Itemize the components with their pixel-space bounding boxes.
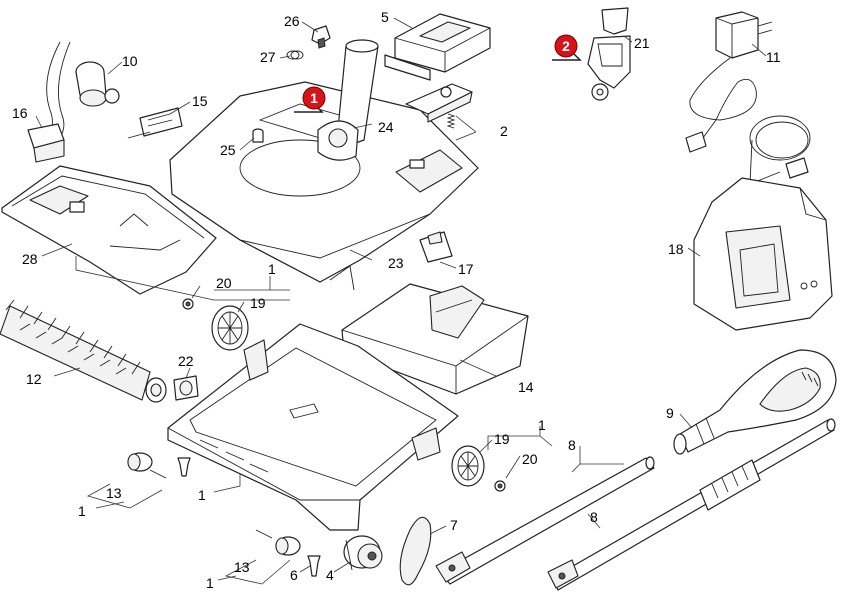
part-2-switch-cover <box>405 83 473 123</box>
part-11-cable-coil <box>749 115 811 185</box>
part-screw-upper <box>177 457 191 477</box>
part-8-tube-left <box>435 456 655 585</box>
part-12-brush-roller <box>0 299 167 403</box>
part-23-main-housing <box>169 81 479 291</box>
part-2-spring <box>446 113 456 129</box>
label-1c: 1 <box>198 487 206 503</box>
label-13a: 13 <box>106 485 122 501</box>
label-25: 25 <box>220 142 236 158</box>
leader-lines <box>35 17 767 585</box>
label-1e: 1 <box>206 575 214 591</box>
label-21: 21 <box>634 35 650 51</box>
label-2: 2 <box>500 123 508 139</box>
label-15: 15 <box>192 93 208 109</box>
label-5: 5 <box>381 9 389 25</box>
part-25-pin <box>252 128 264 143</box>
label-1d: 1 <box>78 503 86 519</box>
part-19-wheel-right <box>451 445 485 487</box>
label-27: 27 <box>260 49 276 65</box>
label-20a: 20 <box>216 275 232 291</box>
label-23: 23 <box>388 255 404 271</box>
label-1b: 1 <box>538 417 546 433</box>
label-26: 26 <box>284 13 300 29</box>
label-18: 18 <box>668 241 684 257</box>
part-27-spring <box>286 50 304 60</box>
part-14-dust-tray <box>341 283 529 395</box>
part-20-washer-left <box>182 298 194 310</box>
part-18-charging-station <box>693 177 833 331</box>
marker-1-label: 1 <box>310 90 318 106</box>
label-19a: 19 <box>250 295 266 311</box>
part-7-belt <box>399 516 432 586</box>
part-17-switch <box>419 231 453 263</box>
label-4: 4 <box>326 567 334 583</box>
label-20b: 20 <box>522 451 538 467</box>
part-5-battery-cover <box>384 13 491 81</box>
label-8a: 8 <box>568 437 576 453</box>
label-10: 10 <box>122 53 138 69</box>
label-22: 22 <box>178 353 194 369</box>
label-24: 24 <box>378 119 394 135</box>
label-14: 14 <box>518 379 534 395</box>
label-7: 7 <box>450 517 458 533</box>
part-15-rating-label <box>127 107 183 139</box>
part-number-labels: 26 5 21 11 10 27 15 16 24 2 25 18 28 1 2… <box>12 9 781 591</box>
label-1a: 1 <box>268 261 276 277</box>
label-9: 9 <box>666 405 674 421</box>
label-12: 12 <box>26 371 42 387</box>
marker-2-label: 2 <box>562 38 570 54</box>
marker-2: 2 <box>552 34 582 61</box>
marker-1: 1 <box>294 86 326 113</box>
part-21-handle-bracket <box>587 7 631 101</box>
part-16-connector <box>27 123 65 163</box>
part-26-clip <box>311 25 331 49</box>
part-20-washer-right <box>494 480 506 492</box>
label-19b: 19 <box>494 431 510 447</box>
label-13b: 13 <box>234 559 250 575</box>
label-16: 16 <box>12 105 28 121</box>
part-6-screw <box>307 555 321 577</box>
part-10-motor <box>39 41 120 151</box>
part-19-wheel-left <box>211 305 249 351</box>
part-24-handle-socket <box>317 39 379 161</box>
part-1-base-chassis <box>167 323 459 531</box>
part-4-drive-pulley <box>343 535 383 571</box>
part-13-roller-upper <box>127 452 167 479</box>
part-22-bearing <box>173 375 199 401</box>
part-11-charger-adapter <box>685 11 773 153</box>
label-6: 6 <box>290 567 298 583</box>
part-8-tube-right <box>547 418 836 591</box>
label-8b: 8 <box>590 509 598 525</box>
part-28-base-plate <box>1 165 217 295</box>
label-17: 17 <box>458 261 474 277</box>
label-28: 28 <box>22 251 38 267</box>
part-13-roller-lower <box>255 529 301 556</box>
label-11: 11 <box>766 49 781 65</box>
part-9-handle-grip <box>673 349 837 455</box>
